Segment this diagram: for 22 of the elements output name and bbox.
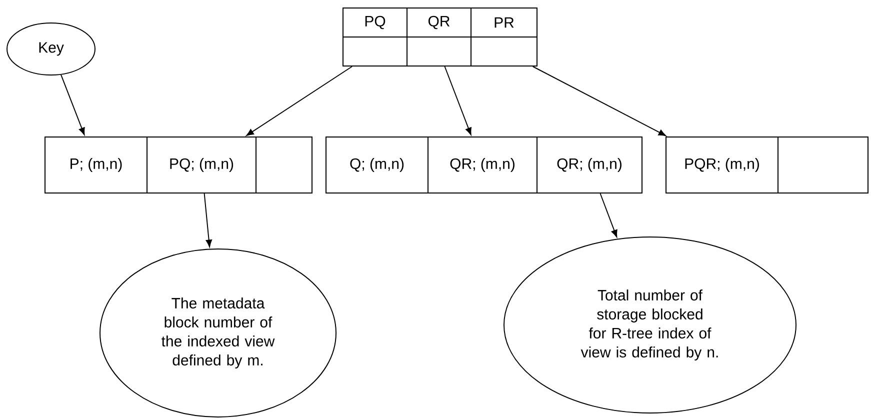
arrow bbox=[444, 66, 472, 136]
arrow bbox=[532, 66, 666, 136]
ellipse-bubble: The metadata block number of the indexed view defined by m. bbox=[100, 248, 336, 418]
empty-cell bbox=[778, 136, 868, 194]
table-cell: PQ bbox=[342, 8, 408, 38]
empty-cell bbox=[470, 36, 538, 66]
table-cell: PR bbox=[470, 8, 538, 38]
table-cell: P; (m,n) bbox=[44, 136, 148, 194]
table-cell: QR; (m,n) bbox=[428, 136, 538, 194]
arrow bbox=[246, 66, 353, 136]
table-cell: QR bbox=[406, 8, 472, 38]
arrow bbox=[204, 193, 212, 248]
arrow bbox=[60, 74, 85, 136]
table-cell: QR; (m,n) bbox=[536, 136, 642, 194]
empty-cell bbox=[256, 136, 312, 194]
arrow bbox=[600, 193, 618, 238]
table-cell: PQR; (m,n) bbox=[666, 136, 778, 194]
table-cell: Q; (m,n) bbox=[326, 136, 428, 194]
empty-cell bbox=[342, 36, 408, 66]
ellipse-bubble: Total number of storage blocked for R-tree index of view is defined by n. bbox=[504, 236, 796, 414]
empty-cell bbox=[406, 36, 472, 66]
table-cell: PQ; (m,n) bbox=[146, 136, 256, 194]
